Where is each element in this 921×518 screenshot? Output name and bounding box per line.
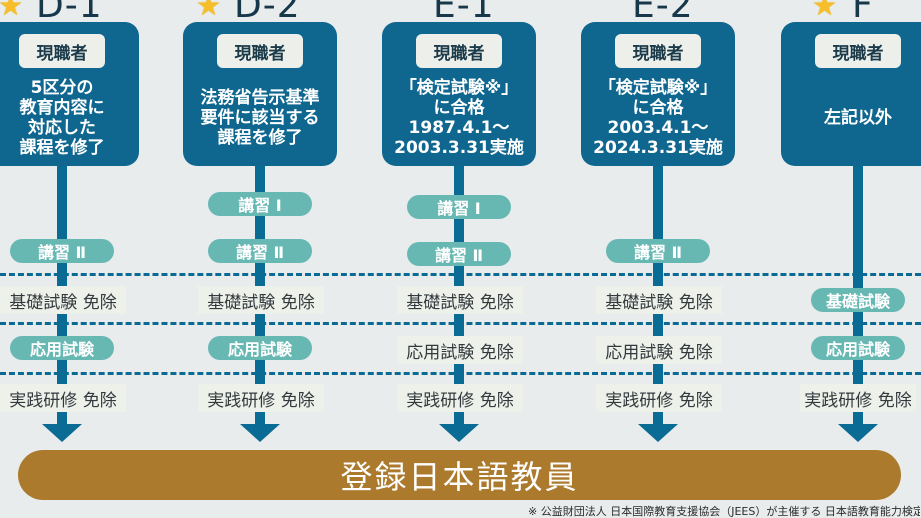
route-card: 現職者 5区分の 教育内容に 対応した 課程を修了 <box>0 22 139 166</box>
course-1-pill: 講習 Ⅰ <box>208 192 312 216</box>
practice-training-label: 実践研修 免除 <box>800 384 916 412</box>
status-badge: 現職者 <box>615 34 701 68</box>
down-arrow-icon <box>42 424 82 442</box>
registered-japanese-teacher-bar: 登録日本語教員 <box>18 450 901 500</box>
star-icon: ★ <box>0 0 24 22</box>
route-title: E-1 <box>433 0 495 26</box>
route-card: 現職者 「検定試験※」 に合格 2003.4.1～ 2024.3.31実施 <box>581 22 735 166</box>
basic-exam-label: 基礎試験 免除 <box>0 286 126 314</box>
route-description: 「検定試験※」 に合格 1987.4.1～ 2003.3.31実施 <box>394 77 524 159</box>
course-2-pill: 講習 Ⅱ <box>606 239 710 263</box>
course-2-pill: 講習 Ⅱ <box>208 239 312 263</box>
basic-exam-pill: 基礎試験 <box>811 288 905 312</box>
route-title: E-2 <box>632 0 694 26</box>
down-arrow-icon <box>439 424 479 442</box>
down-arrow-icon <box>240 424 280 442</box>
practice-training-label: 実践研修 免除 <box>0 384 126 412</box>
route-description: 「検定試験※」 に合格 2003.4.1～ 2024.3.31実施 <box>593 77 723 159</box>
course-1-pill: 講習 Ⅰ <box>407 195 511 219</box>
route-card: 現職者 「検定試験※」 に合格 1987.4.1～ 2003.3.31実施 <box>382 22 536 166</box>
status-badge: 現職者 <box>815 34 901 68</box>
applied-exam-pill: 応用試験 <box>10 336 114 360</box>
route-description: 法務省告示基準 要件に該当する 課程を修了 <box>200 87 320 149</box>
route-title: F <box>852 0 874 26</box>
route-title: D-2 <box>234 0 301 26</box>
basic-exam-label: 基礎試験 免除 <box>596 286 722 314</box>
route-title: D-1 <box>36 0 103 26</box>
practice-training-label: 実践研修 免除 <box>198 384 324 412</box>
applied-exam-pill: 応用試験 <box>208 336 312 360</box>
status-badge: 現職者 <box>19 34 105 68</box>
status-badge: 現職者 <box>217 34 303 68</box>
applied-exam-label: 応用試験 免除 <box>397 336 523 364</box>
down-arrow-icon <box>838 424 878 442</box>
applied-exam-label: 応用試験 免除 <box>596 336 722 364</box>
star-icon: ★ <box>812 0 838 22</box>
status-badge: 現職者 <box>416 34 502 68</box>
footnote: ※ 公益財団法人 日本国際教育支援協会（JEES）が主催する 日本語教育能力検定… <box>528 505 920 518</box>
practice-training-label: 実践研修 免除 <box>397 384 523 412</box>
basic-exam-label: 基礎試験 免除 <box>198 286 324 314</box>
route-card: 現職者 左記以外 <box>781 22 921 166</box>
course-2-pill: 講習 Ⅱ <box>10 239 114 263</box>
applied-exam-pill: 応用試験 <box>811 336 905 360</box>
down-arrow-icon <box>638 424 678 442</box>
star-icon: ★ <box>196 0 222 22</box>
course-2-pill: 講習 Ⅱ <box>407 242 511 266</box>
route-description: 左記以外 <box>824 107 892 128</box>
practice-training-label: 実践研修 免除 <box>596 384 722 412</box>
route-card: 現職者 法務省告示基準 要件に該当する 課程を修了 <box>183 22 337 166</box>
route-description: 5区分の 教育内容に 対応した 課程を修了 <box>19 77 105 159</box>
basic-exam-label: 基礎試験 免除 <box>397 286 523 314</box>
